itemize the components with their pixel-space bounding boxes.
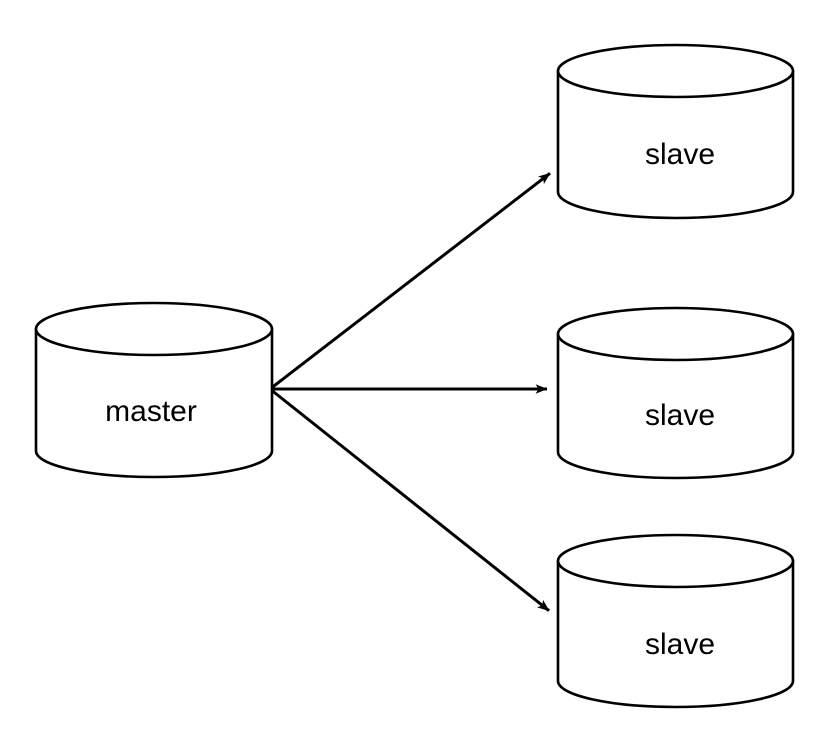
node-label-master: master	[105, 395, 197, 428]
node-label-slave-3: slave	[645, 628, 715, 661]
edge-master-to-slave-3[interactable]	[269, 387, 550, 612]
edge-master-to-slave-1[interactable]	[269, 172, 551, 391]
node-slave-1[interactable]: slave	[556, 43, 795, 220]
node-label-slave-1: slave	[645, 138, 715, 171]
edge-line	[269, 172, 551, 391]
node-slave-2[interactable]: slave	[556, 306, 795, 480]
node-label-slave-2: slave	[645, 399, 715, 432]
cylinder-top-ellipse	[556, 43, 795, 99]
node-slave-3[interactable]: slave	[556, 533, 795, 709]
cylinder-body	[34, 327, 274, 479]
cylinder-body	[556, 332, 795, 480]
cylinder-top-ellipse	[556, 533, 795, 589]
edge-group	[269, 172, 551, 612]
cylinder-body	[556, 559, 795, 709]
cylinder-body	[556, 69, 795, 220]
node-master[interactable]: master	[34, 301, 274, 479]
cylinder-top-ellipse	[34, 301, 274, 357]
edge-line	[269, 387, 550, 612]
cylinder-top-ellipse	[556, 306, 795, 362]
